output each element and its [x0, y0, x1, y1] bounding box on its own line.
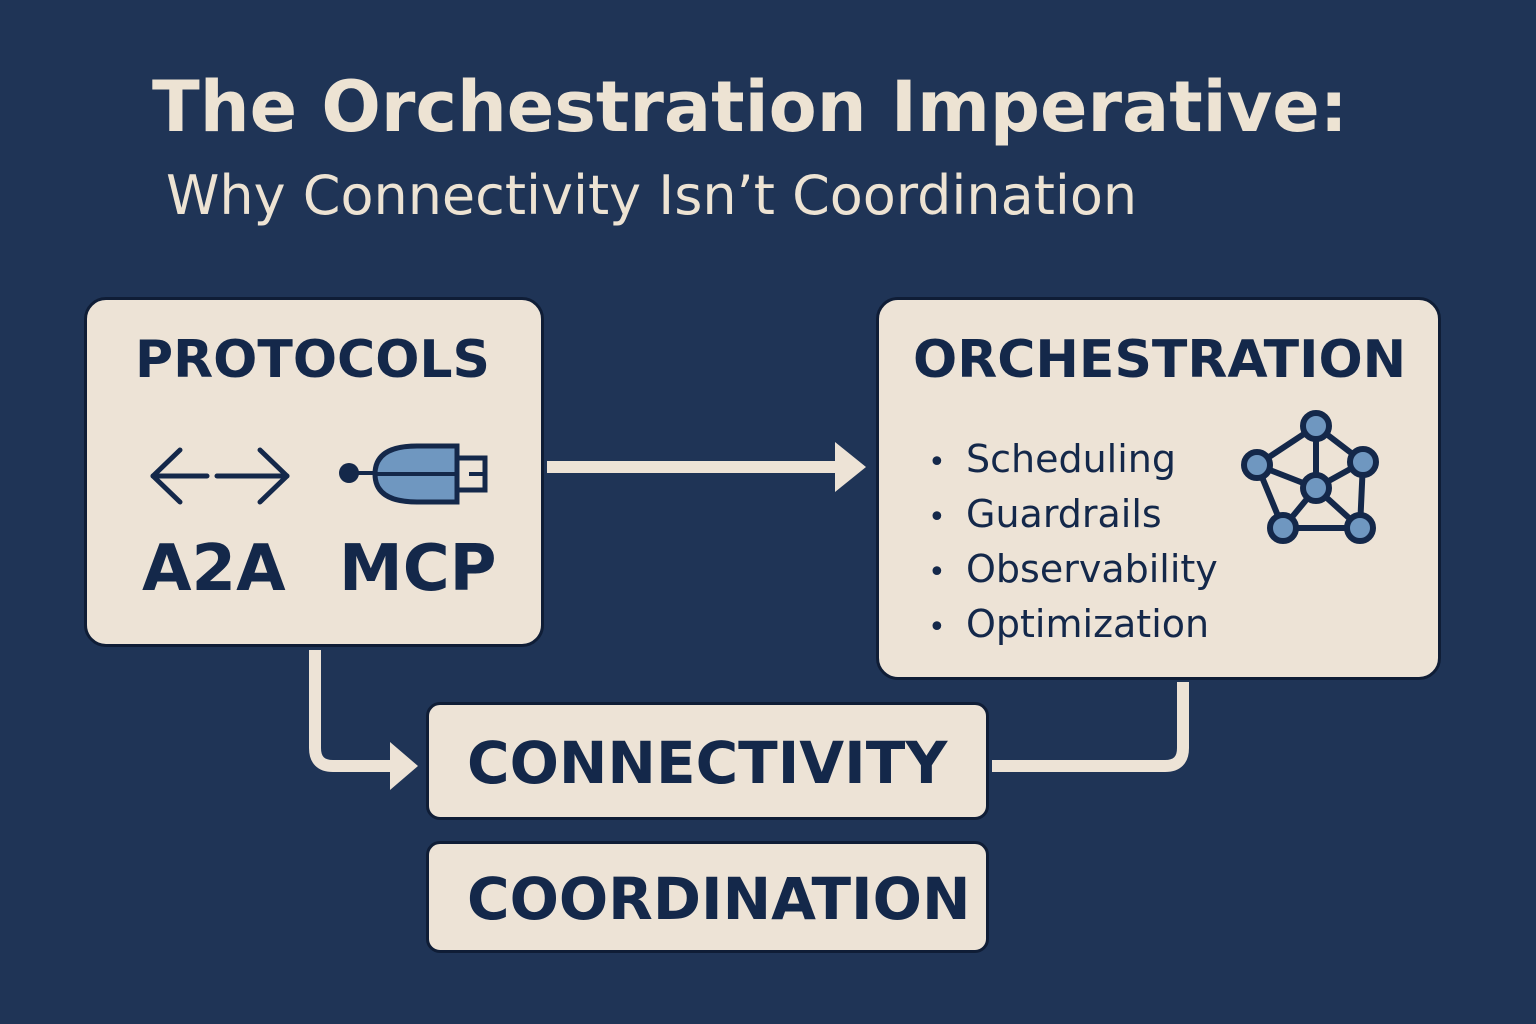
- line-orchestration-to-connectivity: [992, 682, 1189, 772]
- bullet-scheduling: Scheduling: [928, 432, 1218, 487]
- orchestration-heading: ORCHESTRATION: [913, 330, 1407, 390]
- bullet-observability: Observability: [928, 542, 1218, 597]
- coordination-card: COORDINATION: [426, 841, 989, 953]
- bullet-guardrails: Guardrails: [928, 487, 1218, 542]
- title-line-2: Why Connectivity Isn’t Coordination: [166, 164, 1138, 227]
- arrow-protocols-to-orchestration: [547, 442, 866, 492]
- plug-connector-icon: [339, 443, 488, 505]
- a2a-label: A2A: [142, 532, 286, 606]
- bullet-optimization: Optimization: [928, 597, 1218, 652]
- coordination-label: COORDINATION: [467, 865, 971, 933]
- bidirectional-arrow-icon: [150, 447, 290, 505]
- orchestration-bullet-list: Scheduling Guardrails Observability Opti…: [928, 432, 1218, 652]
- connectivity-label: CONNECTIVITY: [467, 729, 948, 797]
- protocols-card: PROTOCOLS A2A MCP: [84, 297, 544, 647]
- arrow-protocols-to-connectivity: [309, 650, 392, 772]
- title-line-1: The Orchestration Imperative:: [152, 66, 1348, 148]
- arrowhead-connectivity: [390, 742, 418, 790]
- protocols-heading: PROTOCOLS: [135, 330, 490, 390]
- mcp-label: MCP: [339, 532, 497, 606]
- connectivity-card: CONNECTIVITY: [426, 702, 989, 820]
